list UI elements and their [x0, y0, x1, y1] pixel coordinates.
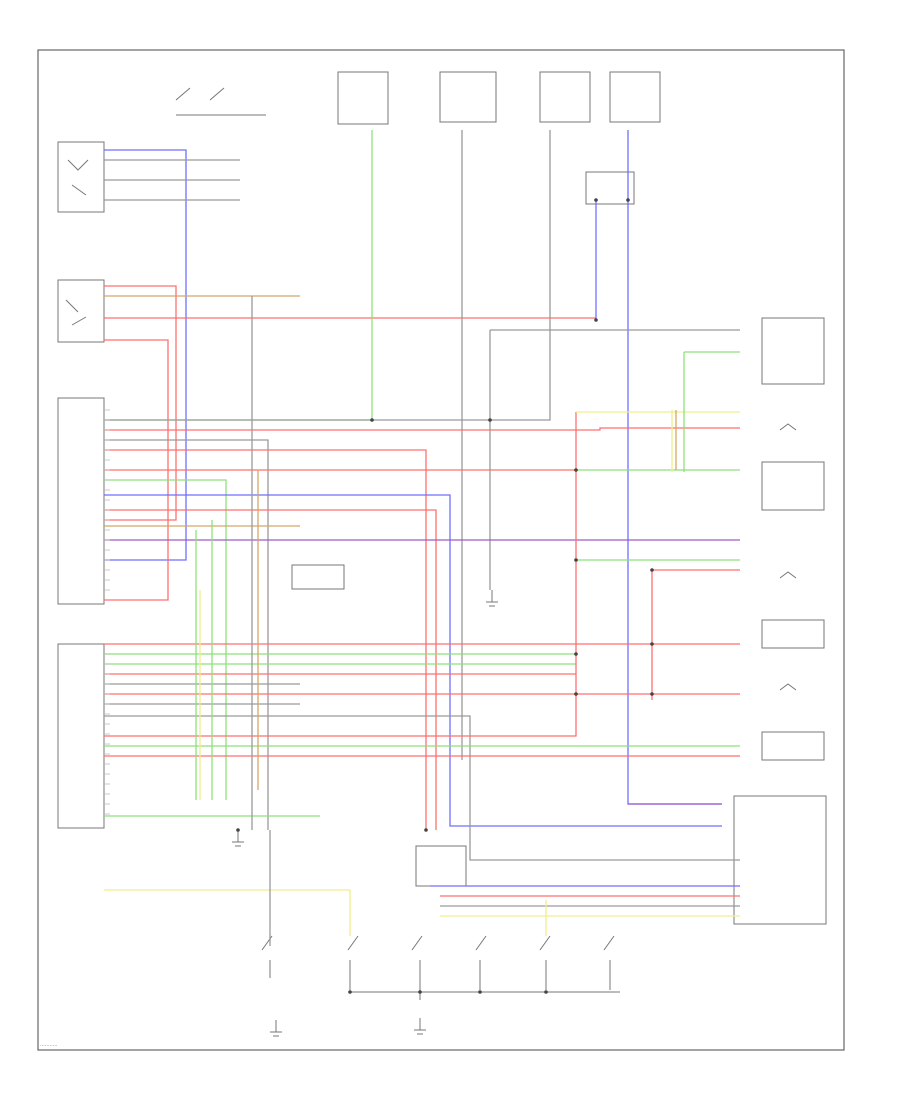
relay-contact-icon-2: [65, 299, 87, 326]
component-connector-block: [733, 795, 827, 925]
bottom-switch-row: [261, 935, 620, 1000]
wire-red-13: [104, 427, 740, 431]
component-control-module-upper: [57, 397, 105, 605]
component-fuse-block-c: [609, 71, 661, 123]
junction-dot-14: [544, 990, 548, 994]
ground-symbols: [232, 590, 498, 1037]
component-fuse-block-b: [539, 71, 591, 123]
component-center-indicator: [291, 564, 345, 590]
sensor-symbol-icon-2: [779, 571, 797, 579]
relay-contact-icon: [67, 159, 89, 196]
wire-green-17: [104, 479, 227, 800]
component-right-sensor-3: [761, 619, 825, 649]
wire-yellow-42: [104, 889, 351, 936]
footer-code: ...........: [40, 1042, 58, 1048]
junction-dot-3: [574, 468, 578, 472]
component-right-sensor-2: [761, 461, 825, 511]
wire-red-15: [104, 449, 427, 830]
wire-red-22: [104, 509, 437, 830]
junction-dot-5: [650, 568, 654, 572]
junction-dot-1: [488, 418, 492, 422]
wire-green-8: [104, 130, 373, 421]
junction-dot-12: [418, 990, 422, 994]
junction-dot-6: [574, 652, 578, 656]
component-top-switch-2: [337, 71, 389, 125]
diagram-border: [37, 49, 845, 1051]
wire-gray-10: [104, 130, 551, 421]
junction-dot-16: [594, 198, 598, 202]
component-fuse-block-a: [439, 71, 497, 123]
component-second-relay: [57, 279, 105, 343]
sensor-symbol-icon-1: [779, 423, 797, 431]
junction-dot-13: [478, 990, 482, 994]
wire-layer: [104, 130, 740, 994]
junction-dot-11: [348, 990, 352, 994]
wire-gray-35: [104, 715, 740, 861]
junction-dot-9: [650, 692, 654, 696]
top-switch-icon: [175, 87, 266, 116]
wire-blue-12: [627, 130, 722, 805]
component-relay-right: [585, 171, 635, 205]
wire-red-4: [104, 285, 177, 521]
junction-dot-4: [574, 558, 578, 562]
junction-dot-17: [626, 198, 630, 202]
sensor-symbol-icon-3: [779, 683, 797, 691]
wire-blue-19: [104, 494, 722, 827]
component-right-sensor-1: [761, 317, 825, 385]
wire-gray-14: [104, 439, 269, 830]
junction-dot-15: [236, 828, 240, 832]
component-bottom-center-switch: [415, 845, 467, 887]
wire-red-36: [104, 412, 577, 737]
junction-dot-7: [650, 642, 654, 646]
wire-blue-0: [104, 149, 187, 561]
component-right-sensor-4: [761, 731, 825, 761]
junction-dot-0: [370, 418, 374, 422]
component-top-left-relay: [57, 141, 105, 213]
junction-dot-10: [424, 828, 428, 832]
junction-dot-8: [574, 692, 578, 696]
component-control-module-lower: [57, 643, 105, 829]
junction-dot-2: [594, 318, 598, 322]
